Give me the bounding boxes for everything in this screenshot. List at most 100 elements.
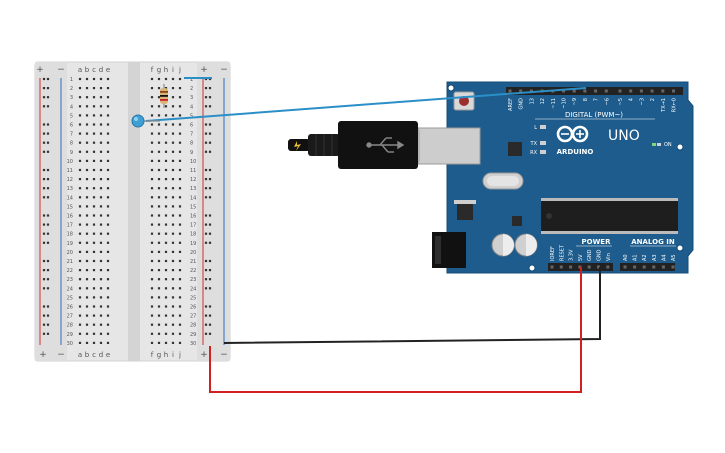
breadboard-hole[interactable] [164,187,168,190]
breadboard-hole[interactable] [178,241,182,244]
rail-hole[interactable] [204,196,208,199]
breadboard-hole[interactable] [150,259,154,263]
breadboard-hole[interactable] [99,87,103,90]
breadboard-hole[interactable] [99,150,103,153]
rail-hole[interactable] [204,87,208,90]
breadboard-hole[interactable] [178,114,182,117]
breadboard-hole[interactable] [99,205,103,208]
breadboard-hole[interactable] [99,187,103,190]
breadboard-hole[interactable] [99,141,103,144]
rail-hole[interactable] [42,196,46,199]
breadboard-hole[interactable] [150,123,154,126]
breadboard-hole[interactable] [99,314,103,317]
breadboard-hole[interactable] [92,114,96,117]
breadboard-hole[interactable] [99,96,103,99]
breadboard-hole[interactable] [106,305,110,308]
breadboard-hole[interactable] [78,314,82,317]
breadboard-hole[interactable] [99,332,103,335]
breadboard-hole[interactable] [85,87,89,90]
rail-hole[interactable] [42,332,46,335]
digital-pin-hole[interactable] [529,89,533,93]
breadboard-hole[interactable] [92,105,96,108]
digital-pin-hole[interactable] [672,89,675,93]
rail-hole[interactable] [204,105,208,108]
breadboard-hole[interactable] [164,87,168,90]
rail-hole[interactable] [46,287,50,290]
breadboard-hole[interactable] [85,232,89,235]
breadboard-hole[interactable] [78,178,82,181]
breadboard-hole[interactable] [106,241,110,244]
breadboard-hole[interactable] [106,150,110,153]
breadboard-hole[interactable] [150,341,154,344]
breadboard-hole[interactable] [150,168,154,172]
ground-wire-black[interactable] [223,267,601,344]
breadboard-hole[interactable] [164,178,168,181]
rail-hole[interactable] [204,123,208,126]
breadboard-hole[interactable] [150,159,154,162]
rail-hole[interactable] [42,305,46,308]
breadboard-hole[interactable] [171,232,175,235]
breadboard-hole[interactable] [92,96,96,99]
breadboard-hole[interactable] [92,287,96,290]
power-pin-hole[interactable] [550,265,554,269]
rail-hole[interactable] [46,314,50,317]
rail-hole[interactable] [208,269,212,272]
rail-hole[interactable] [46,241,50,244]
breadboard-hole[interactable] [106,332,110,335]
breadboard-hole[interactable] [106,187,110,190]
breadboard-hole[interactable] [171,132,175,135]
breadboard-hole[interactable] [157,305,161,308]
breadboard-hole[interactable] [178,214,182,217]
breadboard-hole[interactable] [92,278,96,281]
breadboard-hole[interactable] [85,150,89,153]
rail-hole[interactable] [46,332,50,335]
breadboard-hole[interactable] [157,259,161,263]
dc-power-jack[interactable] [432,232,466,268]
breadboard-hole[interactable] [78,214,82,217]
breadboard-hole[interactable] [150,196,154,199]
rail-hole[interactable] [42,123,46,126]
breadboard-hole[interactable] [99,178,103,181]
breadboard-hole[interactable] [92,305,96,308]
power-pin-hole[interactable] [569,265,573,269]
rail-hole[interactable] [46,269,50,272]
breadboard-hole[interactable] [178,314,182,317]
rail-hole[interactable] [42,232,46,235]
rail-hole[interactable] [204,223,208,226]
breadboard-hole[interactable] [85,259,89,263]
rail-hole[interactable] [204,269,208,272]
breadboard-hole[interactable] [85,250,89,253]
breadboard-hole[interactable] [178,187,182,190]
breadboard-hole[interactable] [178,159,182,162]
breadboard-hole[interactable] [150,77,154,81]
breadboard-hole[interactable] [99,132,103,135]
breadboard-hole[interactable] [85,96,89,99]
breadboard-hole[interactable] [85,323,89,326]
breadboard-hole[interactable] [92,168,96,172]
breadboard-hole[interactable] [150,250,154,253]
breadboard-hole[interactable] [164,332,168,335]
rail-hole[interactable] [204,332,208,335]
breadboard-hole[interactable] [150,205,154,208]
breadboard-hole[interactable] [171,150,175,153]
breadboard-hole[interactable] [178,287,182,290]
breadboard-hole[interactable] [164,341,168,344]
breadboard-hole[interactable] [157,269,161,272]
breadboard-hole[interactable] [178,196,182,199]
breadboard-hole[interactable] [85,178,89,181]
breadboard-hole[interactable] [150,241,154,244]
rail-hole[interactable] [46,150,50,153]
breadboard-hole[interactable] [171,223,175,226]
breadboard-hole[interactable] [78,341,82,344]
rail-hole[interactable] [46,123,50,126]
breadboard-hole[interactable] [171,250,175,253]
breadboard-hole[interactable] [150,278,154,281]
breadboard-hole[interactable] [171,159,175,162]
digital-pin-hole[interactable] [661,89,665,93]
breadboard-hole[interactable] [150,287,154,290]
rail-hole[interactable] [204,287,208,290]
rail-hole[interactable] [42,269,46,272]
breadboard-hole[interactable] [178,123,182,126]
breadboard-hole[interactable] [85,205,89,208]
breadboard-hole[interactable] [78,123,82,126]
